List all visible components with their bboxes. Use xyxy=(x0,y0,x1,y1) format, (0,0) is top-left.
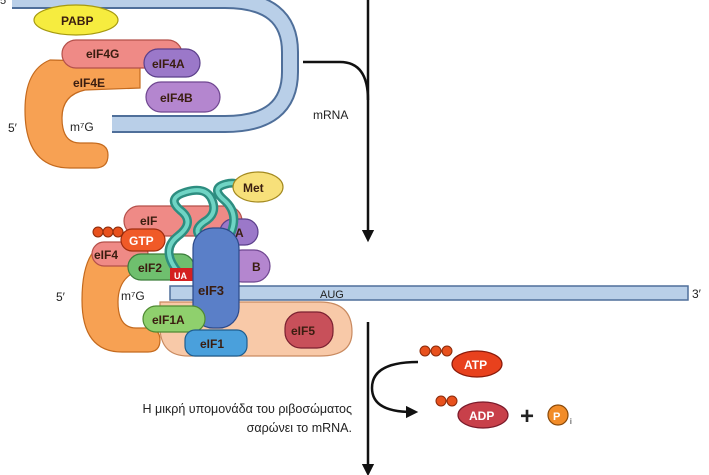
pabp-shape xyxy=(33,4,119,36)
atp-phosphate-2 xyxy=(430,345,442,357)
eif5-shape xyxy=(284,311,334,349)
eif1-label: eIF1 xyxy=(200,337,224,351)
caption-line-1: Η μικρή υπομονάδα του ριβοσώματος xyxy=(143,402,352,416)
plus-sign: + xyxy=(520,403,534,430)
eif4e-bottom-shape xyxy=(81,244,161,353)
mrna-label: mRNA xyxy=(313,108,348,122)
mrna-strand xyxy=(169,285,689,301)
m7g-label-top: m⁷G xyxy=(70,120,94,134)
atp-hydrolysis-arrow xyxy=(370,360,419,419)
eif4e-shape xyxy=(24,59,141,169)
gtp-shape xyxy=(120,228,166,252)
gtp-phosphate-1 xyxy=(92,226,104,238)
pi-label: P xyxy=(553,411,560,423)
eif1-shape xyxy=(184,329,248,357)
uac-label: UA xyxy=(174,271,187,281)
a-label: A xyxy=(235,226,244,240)
eif2-label: eIF2 xyxy=(138,261,162,275)
m7g-label-bottom: m⁷G xyxy=(121,289,145,303)
pabp-label: PABP xyxy=(61,14,93,28)
gtp-phosphate-2 xyxy=(102,226,114,238)
eif4g-label: eIF4G xyxy=(86,47,119,61)
eif4e-label: eIF4E xyxy=(73,76,105,90)
atp-shape xyxy=(451,350,503,378)
met-shape xyxy=(232,171,284,203)
eif4a-label: eIF4A xyxy=(152,57,185,71)
five-prime-label-bottom: 5′ xyxy=(56,290,66,304)
eif1a-label: eIF1A xyxy=(152,313,185,327)
atp-phosphate-1 xyxy=(419,345,431,357)
b-label: B xyxy=(252,260,261,274)
met-label: Met xyxy=(243,181,264,195)
uac-anticodon xyxy=(170,268,196,281)
eif4b-shape xyxy=(145,81,221,113)
atp-label: ATP xyxy=(464,358,487,372)
eif3-label: eIF3 xyxy=(198,283,224,298)
adp-phosphate-2 xyxy=(446,395,458,407)
caption-line-2: σαρώνει το mRNA. xyxy=(247,421,352,435)
eif4b-label: eIF4B xyxy=(160,91,193,105)
gtp-label: GTP xyxy=(129,234,154,248)
atp-phosphate-3 xyxy=(441,345,453,357)
pi-subscript: i xyxy=(570,417,572,426)
five-prime-label-top: 5′ xyxy=(8,121,18,135)
five-prime-top-label: 5′ xyxy=(0,0,8,7)
eif4-partial-label: eIF4 xyxy=(94,248,118,262)
three-prime-label: 3′ xyxy=(692,287,702,301)
eif1a-shape xyxy=(142,305,206,333)
adp-phosphate-1 xyxy=(435,395,447,407)
mrna-loop-top-inner xyxy=(12,0,297,131)
aug-label: AUG xyxy=(320,289,344,301)
join-arrow-curve xyxy=(303,60,370,101)
initiator-trna-core xyxy=(167,181,250,274)
eif3-shape xyxy=(192,227,240,329)
eif-top-label: eIF xyxy=(140,214,157,228)
gtp-phosphate-3 xyxy=(112,226,124,238)
pi-shape xyxy=(547,404,569,426)
adp-label: ADP xyxy=(469,409,494,423)
adp-shape xyxy=(457,401,509,429)
eif5-label: eIF5 xyxy=(291,324,315,338)
eif4a-shape xyxy=(143,48,201,78)
